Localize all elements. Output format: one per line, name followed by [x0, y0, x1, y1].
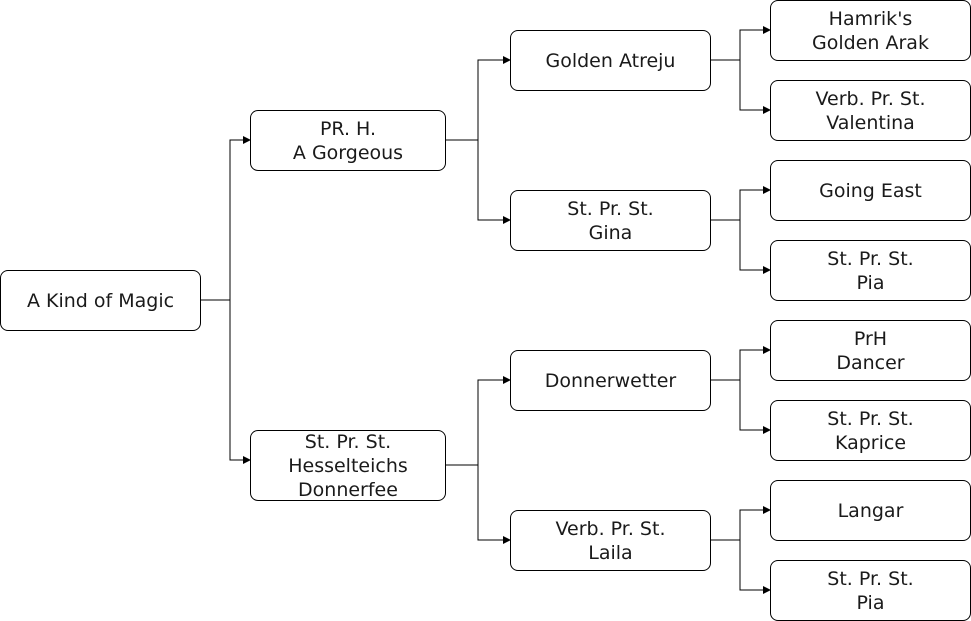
connector-ss-to-sss [710, 26, 771, 61]
node-sire-dam[interactable]: St. Pr. St. Gina [510, 190, 711, 251]
connector-dam-to-dam-sire [445, 376, 511, 466]
connector-dd-to-dds [710, 506, 771, 541]
node-sire[interactable]: PR. H. A Gorgeous [250, 110, 446, 171]
node-sire-sire[interactable]: Golden Atreju [510, 30, 711, 91]
node-dam-dam-dam[interactable]: St. Pr. St. Pia [770, 560, 971, 621]
node-sire-dam-dam[interactable]: St. Pr. St. Pia [770, 240, 971, 301]
node-dam-dam-sire[interactable]: Langar [770, 480, 971, 541]
node-sire-sire-sire[interactable]: Hamrik's Golden Arak [770, 0, 971, 61]
node-dam-sire-dam[interactable]: St. Pr. St. Kaprice [770, 400, 971, 461]
node-dam-dam[interactable]: Verb. Pr. St. Laila [510, 510, 711, 571]
connector-sd-to-sdd [710, 219, 771, 274]
node-dam-sire[interactable]: Donnerwetter [510, 350, 711, 411]
node-sire-dam-sire[interactable]: Going East [770, 160, 971, 221]
connector-ds-to-dss [710, 346, 771, 381]
connector-sire-to-sire-dam [445, 139, 511, 224]
connector-dd-to-ddd [710, 539, 771, 594]
connector-sd-to-sds [710, 186, 771, 221]
node-sire-sire-dam[interactable]: Verb. Pr. St. Valentina [770, 80, 971, 141]
connector-sire-to-sire-sire [445, 56, 511, 141]
node-subject[interactable]: A Kind of Magic [0, 270, 201, 331]
connector-subject-to-sire [200, 136, 251, 301]
node-dam[interactable]: St. Pr. St. Hesselteichs Donnerfee [250, 430, 446, 501]
node-dam-sire-sire[interactable]: PrH Dancer [770, 320, 971, 381]
connector-dam-to-dam-dam [445, 464, 511, 544]
connector-ds-to-dsd [710, 379, 771, 434]
connector-ss-to-ssd [710, 59, 771, 114]
connector-subject-to-dam [200, 299, 251, 464]
